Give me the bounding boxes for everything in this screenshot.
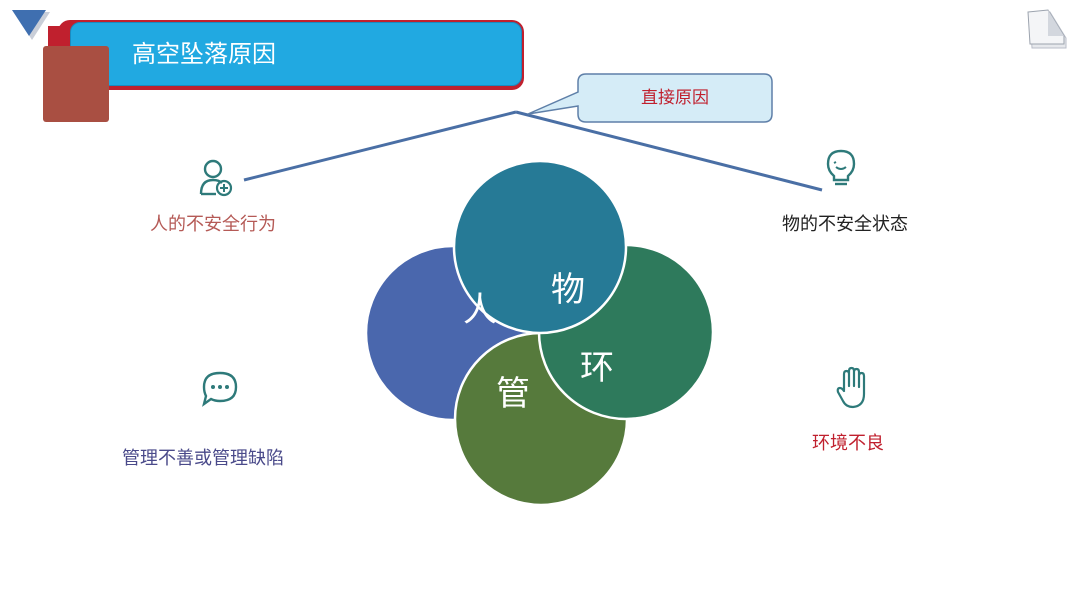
page-curl-icon [1027, 9, 1067, 49]
callout-label: 直接原因 [641, 88, 709, 108]
lightbulb-icon [826, 149, 856, 186]
chat-bubble-icon [202, 371, 238, 407]
four-circle-diagram [364, 159, 715, 507]
venn-label-ren: 人 [463, 290, 497, 330]
object-unsafe-state-label: 物的不安全状态 [782, 214, 908, 235]
poor-environment-label: 环境不良 [812, 433, 884, 454]
venn-label-huan: 环 [580, 348, 614, 388]
title-square-decoration [43, 46, 109, 122]
human-unsafe-behavior-label: 人的不安全行为 [150, 214, 276, 235]
title-banner [70, 22, 522, 86]
page-title: 高空坠落原因 [132, 40, 276, 68]
person-plus-icon [199, 159, 233, 197]
connector-line-left [243, 110, 517, 182]
venn-label-guan: 管 [496, 374, 530, 414]
venn-label-wu: 物 [551, 270, 585, 310]
corner-triangle-decoration [12, 10, 50, 40]
connector-line-right [515, 110, 823, 192]
hand-icon [836, 366, 866, 409]
circle-object [452, 159, 628, 335]
management-defect-label: 管理不善或管理缺陷 [122, 448, 284, 469]
callout-bubble [527, 73, 773, 123]
